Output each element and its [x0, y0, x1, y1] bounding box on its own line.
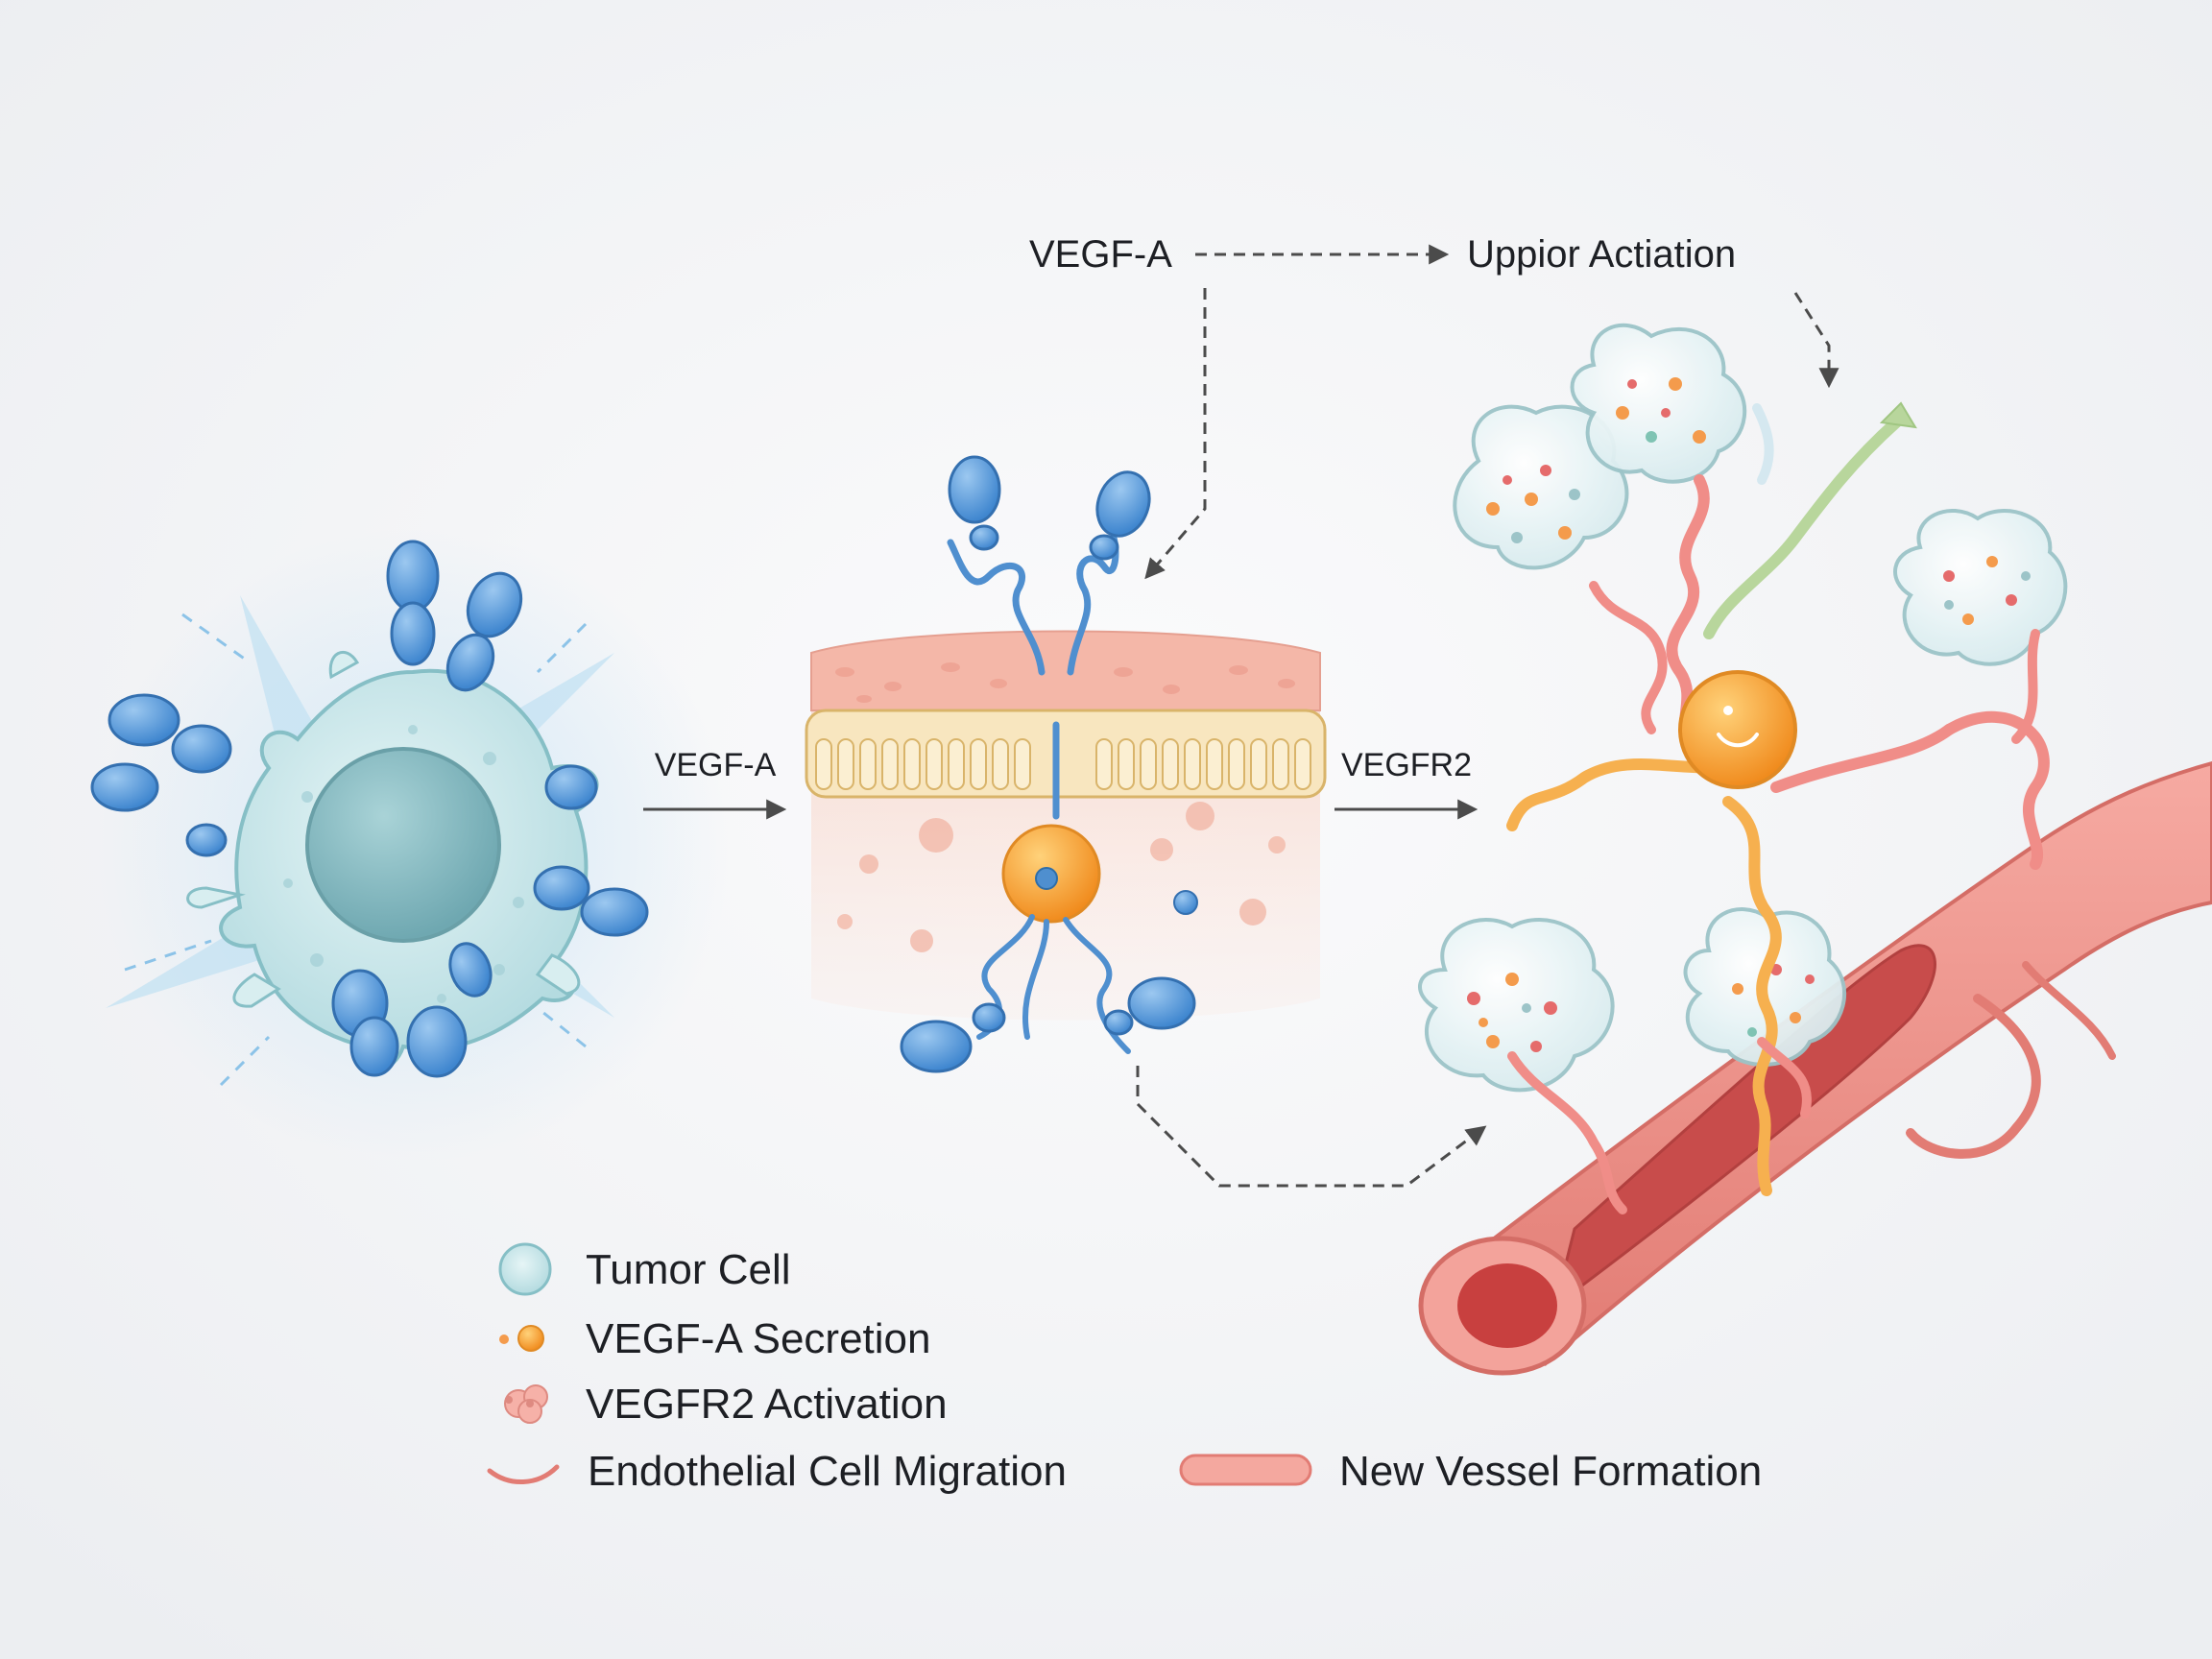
arrow-vegfa: VEGF-A [643, 747, 787, 820]
tip-cell-node [1678, 670, 1797, 789]
faded-ribbon [1752, 403, 1774, 485]
tissue-pores [835, 662, 1295, 703]
cluster-1 [1453, 404, 1629, 570]
legend-vegfa-secretion: VEGF-A Secretion [586, 1315, 930, 1362]
legend-tumor-icon [498, 1242, 552, 1296]
pseudopods [186, 650, 581, 1008]
tip-cell-eye [1723, 706, 1733, 715]
top-label-vegfa: VEGF-A [1029, 233, 1172, 276]
vegf-molecules-around-cell [90, 540, 649, 1078]
burst-rays [124, 613, 588, 1087]
cytoplasm-specks [283, 725, 524, 1003]
arrow-vegfr2: VEGFR2 [1334, 747, 1479, 820]
node-core [1035, 867, 1058, 890]
legend-activation-icon [504, 1384, 548, 1424]
legend-secretion-icon-small [499, 1334, 509, 1344]
cluster-2 [1570, 323, 1747, 484]
dashed-arrow-to-vessel [1136, 1066, 1487, 1188]
legend-migration-icon [487, 1464, 560, 1484]
tumor-cell-group [90, 528, 730, 1162]
tip-cell-highlight [1717, 733, 1759, 748]
dashed-arrow-to-receptor [1144, 288, 1207, 580]
free-vegf-dot [1173, 890, 1198, 915]
tissue-cells [837, 802, 1286, 952]
tissue-top-surface [810, 630, 1321, 711]
legend-vegfr2-activation: VEGFR2 Activation [586, 1381, 948, 1428]
top-flow: VEGF-A Uppior Actiation [1029, 233, 1839, 1188]
cluster-4 [1418, 917, 1615, 1093]
receptor-ligands-bottom [900, 976, 1196, 1073]
dashed-arrow-to-activation [1793, 292, 1839, 389]
legend: Tumor Cell VEGF-A Secretion VEGFR2 Activ… [586, 1246, 1762, 1495]
receptor-extracellular [947, 534, 1119, 676]
vessel-lumen-opening [1552, 944, 1936, 1310]
legend-secretion-icon [517, 1325, 544, 1352]
top-label-activation: Uppior Actiation [1467, 233, 1736, 276]
vessel-branch [1906, 994, 2041, 1159]
vessel-sprout [2022, 961, 2116, 1060]
arrow-label-vegfa: VEGF-A [655, 747, 777, 783]
angiogenesis-scene [1418, 323, 2212, 1376]
cluster-3 [1893, 508, 2068, 666]
lipid-heads [815, 738, 1311, 790]
receptor-ligands-top [948, 455, 1151, 561]
tumor-nucleus [305, 747, 501, 943]
legend-vessel-icon [1179, 1454, 1312, 1486]
vessel-lumen [1457, 1263, 1557, 1348]
membrane-section [805, 455, 1327, 1073]
arrow-label-vegfr2: VEGFR2 [1341, 747, 1472, 783]
legend-icons [487, 1242, 1312, 1486]
legend-tumor-cell: Tumor Cell [586, 1246, 791, 1293]
legend-new-vessel: New Vessel Formation [1339, 1448, 1762, 1495]
legend-endothelial-migration: Endothelial Cell Migration [588, 1448, 1067, 1495]
